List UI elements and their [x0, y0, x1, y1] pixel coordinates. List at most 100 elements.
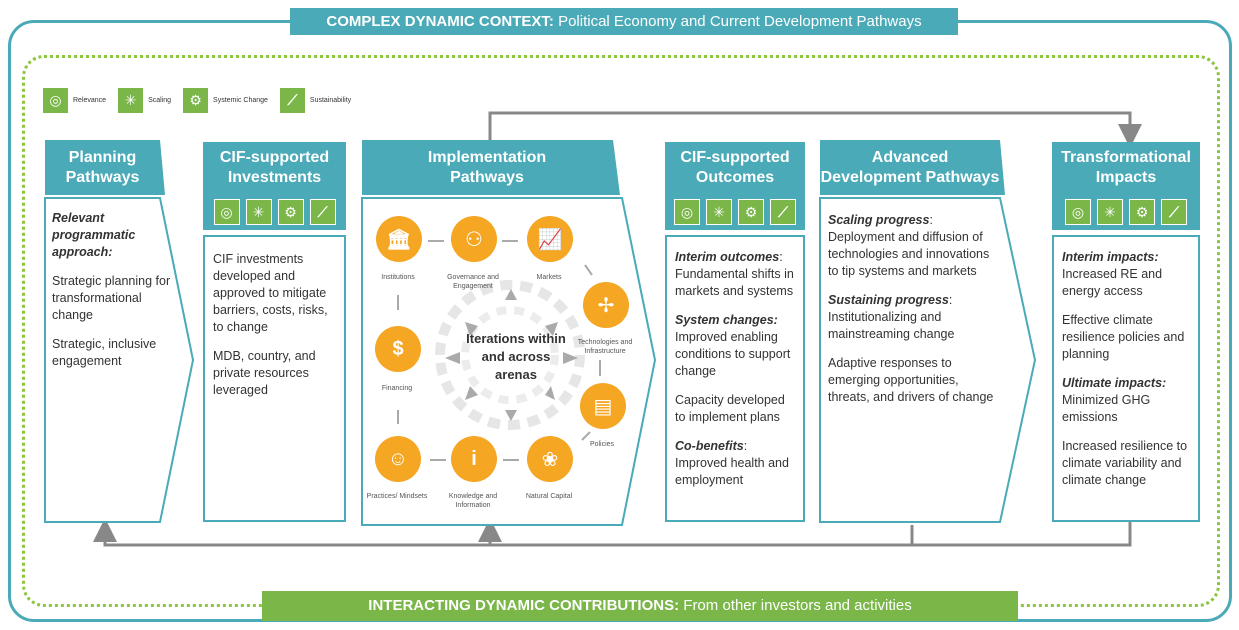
outcomes-header: CIF-supported Outcomes — [665, 142, 805, 194]
implementation-title-1: Implementation — [427, 149, 547, 166]
investments-item: CIF investments developed and approved t… — [213, 252, 328, 334]
outcomes-t4: Improved health and employment — [675, 456, 789, 487]
outcomes-capacity: Capacity developed to implement plans — [675, 393, 785, 424]
scatter-icon: ✳ — [1097, 199, 1123, 225]
knowledge-icon: i — [451, 436, 497, 482]
node-label-natural-capital: Natural Capital — [525, 493, 573, 500]
technologies-icon: ✢ — [583, 282, 629, 328]
impacts-body: Interim impacts: Increased RE and energy … — [1052, 235, 1200, 522]
governance-icon: ⚇ — [451, 216, 497, 262]
legend-label: Sustainability — [309, 97, 352, 104]
advanced-title-1: Advanced — [871, 149, 949, 166]
top-banner-text: Political Economy and Current Developmen… — [553, 13, 922, 30]
node-label-policies: Policies — [589, 441, 615, 448]
advanced-sustaining: Sustaining progress:Institutionalizing a… — [828, 293, 955, 341]
planning-header: Planning Pathways — [45, 142, 160, 194]
impacts-t3: Minimized GHG emissions — [1062, 393, 1151, 424]
outcomes-t2: Improved enabling conditions to support … — [675, 330, 791, 378]
legend-scaling: ✳ Scaling — [118, 88, 171, 113]
outcomes-t1: Fundamental shifts in markets and system… — [675, 267, 794, 298]
impacts-resilience: Increased resilience to climate variabil… — [1062, 439, 1188, 487]
outcomes-system: System changes: Improved enabling conditi… — [675, 312, 795, 380]
practices-icon: ☺ — [375, 436, 421, 482]
gears-icon: ⚙ — [277, 199, 304, 225]
node-label-knowledge: Knowledge and Information — [448, 493, 498, 509]
target-icon: ◎ — [674, 199, 700, 225]
outcomes-icon-row: ◎ ✳ ⚙ ⟋ — [665, 194, 805, 230]
planning-heading: Relevant programmatic approach: — [52, 211, 136, 259]
impacts-icon-row: ◎ ✳ ⚙ ⟋ — [1052, 194, 1200, 230]
implementation-title-2: Pathways — [450, 169, 524, 186]
advanced-scaling: Scaling progress:Deployment and diffusio… — [828, 213, 990, 278]
outcomes-cobenefits: Co-benefits:Improved health and employme… — [675, 439, 789, 487]
top-banner: COMPLEX DYNAMIC CONTEXT: Political Econo… — [290, 8, 958, 35]
scatter-icon: ✳ — [245, 199, 272, 225]
policies-icon: ▤ — [580, 383, 626, 429]
outcomes-h2: System changes: — [675, 313, 778, 327]
impacts-h3: Ultimate impacts: — [1062, 376, 1167, 390]
gears-icon: ⚙ — [183, 88, 209, 113]
planning-item: Strategic, inclusive engagement — [52, 337, 157, 368]
outcomes-title-1: CIF-supported — [680, 149, 790, 166]
implementation-header: Implementation Pathways — [362, 142, 612, 194]
bottom-banner: INTERACTING DYNAMIC CONTRIBUTIONS: From … — [262, 591, 1018, 621]
markets-icon: 📈 — [527, 216, 573, 262]
investments-title-1: CIF-supported — [219, 149, 330, 166]
legend-relevance: ◎ Relevance — [43, 88, 106, 113]
node-label-institutions: Institutions — [381, 274, 415, 281]
impacts-h1: Interim impacts: — [1062, 250, 1159, 264]
node-label-financing: Financing — [381, 385, 413, 392]
planning-body: Relevant programmatic approach: Strategi… — [52, 210, 172, 370]
impacts-header: Transformational Impacts — [1052, 142, 1200, 194]
advanced-header: Advanced Development Pathways — [820, 142, 1000, 194]
financing-icon: $ — [375, 326, 421, 372]
investments-header: CIF-supported Investments — [203, 142, 346, 194]
outcomes-h4: Co-benefits — [675, 439, 744, 453]
outcomes-interim: Interim outcomes: Fundamental shifts in … — [675, 250, 794, 298]
natural-capital-icon: ❀ — [527, 436, 573, 482]
node-label-practices: Practices/ Mindsets — [366, 493, 428, 500]
legend-sustainability: ⟋ Sustainability — [279, 88, 352, 113]
bottom-banner-text: From other investors and activities — [679, 597, 912, 614]
advanced-t1: Deployment and diffusion of technologies… — [828, 230, 990, 278]
outcomes-h1: Interim outcomes — [675, 250, 780, 264]
advanced-title-2: Development Pathways — [820, 169, 1000, 186]
planning-title-2: Pathways — [65, 169, 140, 186]
impacts-t1: Increased RE and energy access — [1062, 267, 1163, 298]
advanced-h1: Scaling progress — [828, 213, 930, 227]
impacts-title-2: Impacts — [1095, 169, 1157, 186]
impacts-interim: Interim impacts: Increased RE and energy … — [1062, 249, 1190, 300]
growth-icon: ⟋ — [309, 199, 336, 225]
legend-systemic-change: ⚙ Systemic Change — [183, 88, 268, 113]
growth-icon: ⟋ — [770, 199, 796, 225]
gears-icon: ⚙ — [1129, 199, 1155, 225]
advanced-body: Scaling progress:Deployment and diffusio… — [828, 212, 1003, 406]
growth-icon: ⟋ — [1161, 199, 1187, 225]
target-icon: ◎ — [43, 88, 68, 113]
top-banner-bold: COMPLEX DYNAMIC CONTEXT: — [326, 13, 554, 30]
advanced-h2: Sustaining progress — [828, 293, 949, 307]
impacts-title-1: Transformational — [1061, 149, 1191, 166]
institutions-icon: 🏛 — [376, 216, 422, 262]
planning-item: Strategic planning for transformational … — [52, 274, 171, 322]
impacts-ultimate: Ultimate impacts: Minimized GHG emissions — [1062, 375, 1190, 426]
bottom-banner-bold: INTERACTING DYNAMIC CONTRIBUTIONS: — [368, 597, 680, 614]
node-label-governance: Governance and Engagement — [447, 274, 499, 290]
growth-icon: ⟋ — [279, 88, 305, 113]
outcomes-title-2: Outcomes — [695, 169, 775, 186]
target-icon: ◎ — [213, 199, 240, 225]
gears-icon: ⚙ — [738, 199, 764, 225]
scatter-icon: ✳ — [118, 88, 144, 113]
investments-icon-row: ◎ ✳ ⚙ ⟋ — [203, 194, 346, 230]
node-label-markets: Markets — [536, 274, 562, 281]
legend: ◎ Relevance ✳ Scaling ⚙ Systemic Change … — [43, 88, 357, 113]
iterations-label: Iterations within and across arenas — [466, 331, 566, 382]
investments-body: CIF investments developed and approved t… — [203, 235, 346, 522]
investments-item: MDB, country, and private resources leve… — [213, 349, 316, 397]
planning-title-1: Planning — [68, 149, 137, 166]
legend-label: Scaling — [148, 97, 172, 104]
investments-title-2: Investments — [227, 169, 322, 186]
legend-label: Systemic Change — [213, 97, 268, 104]
advanced-adaptive: Adaptive responses to emerging opportuni… — [828, 356, 994, 404]
target-icon: ◎ — [1065, 199, 1091, 225]
